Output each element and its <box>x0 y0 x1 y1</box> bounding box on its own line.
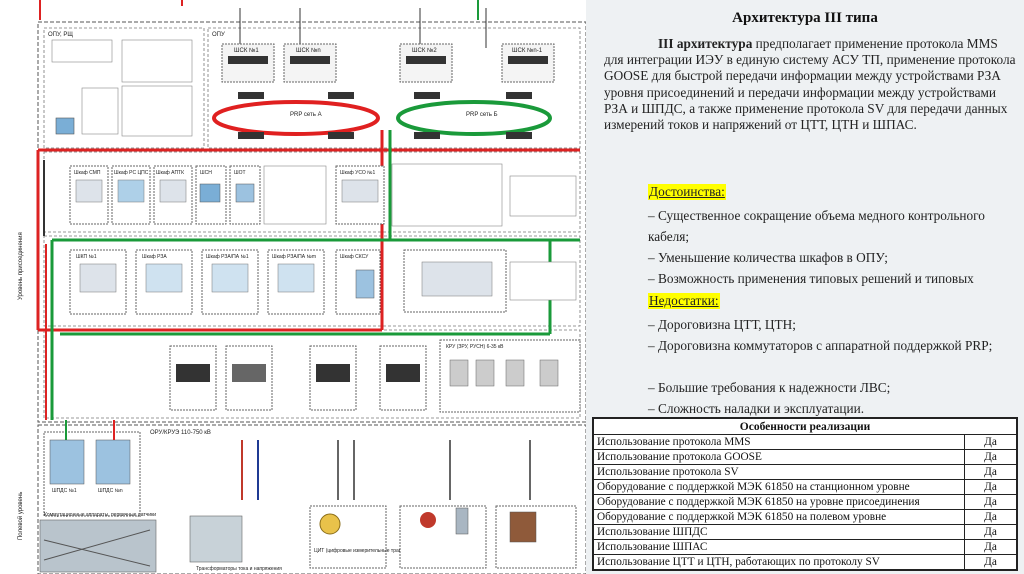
opu-rsch-label: ОПУ, РЩ <box>48 32 73 38</box>
features-table: Особенности реализации Использование про… <box>593 418 1017 570</box>
feature-cell: Оборудование с поддержкой МЭК 61850 на у… <box>593 494 965 510</box>
table-row: Оборудование с поддержкой МЭК 61850 на у… <box>593 494 1017 510</box>
svg-text:ШСК №1: ШСК №1 <box>234 47 259 54</box>
cons-item-2: – Большие требования к надежности ЛВС; <box>648 380 891 395</box>
svg-text:Шкаф АПТК: Шкаф АПТК <box>156 170 184 176</box>
value-cell: Да <box>964 554 1017 570</box>
shsk2-cabinet: ШСК №2 <box>399 43 453 83</box>
oru-label: ОРУ/КРУЭ 110-750 кВ <box>150 430 211 436</box>
svg-text:КРУ (ЗРУ, РУСН) 6-35 кВ: КРУ (ЗРУ, РУСН) 6-35 кВ <box>446 344 504 350</box>
station-level-label: Уровень присоединения <box>18 232 24 300</box>
cabinet-row-3: КРУ (ЗРУ, РУСН) 6-35 кВ <box>169 339 581 413</box>
feature-cell: Использование протокола MMS <box>593 434 965 450</box>
svg-text:Шкаф РС ЦПС: Шкаф РС ЦПС <box>114 170 149 176</box>
value-cell: Да <box>964 479 1017 495</box>
features-table-container: Особенности реализации Использование про… <box>592 417 1018 571</box>
svg-text:Трансформаторы тока и напряжен: Трансформаторы тока и напряжения <box>196 566 282 572</box>
cons-item-1: – Дороговизна коммутаторов с аппаратной … <box>648 338 993 353</box>
feature-cell: Оборудование с поддержкой МЭК 61850 на с… <box>593 479 965 495</box>
ring-a-label: PRP сеть А <box>290 112 322 118</box>
page-title: Архитектура III типа <box>732 10 878 26</box>
svg-text:ШСК №n: ШСК №n <box>296 47 321 54</box>
svg-text:Коммутационные аппараты, перви: Коммутационные аппараты, первичные датчи… <box>44 512 156 518</box>
svg-text:ШСК №n-1: ШСК №n-1 <box>512 47 543 54</box>
value-cell: Да <box>964 449 1017 465</box>
svg-text:ШСН: ШСН <box>200 170 212 176</box>
svg-text:ШПДС №n: ШПДС №n <box>98 488 123 494</box>
value-cell: Да <box>964 539 1017 555</box>
intro-text: предполагает применение протокола MMS дл… <box>604 36 1016 133</box>
pros-heading: Достоинства: <box>648 184 726 200</box>
value-cell: Да <box>964 524 1017 540</box>
prp-ring-a <box>212 100 380 136</box>
value-cell: Да <box>964 464 1017 480</box>
svg-text:Шкаф РЗА/ПА №1: Шкаф РЗА/ПА №1 <box>206 254 249 260</box>
value-cell: Да <box>964 434 1017 450</box>
svg-text:ШПДС №1: ШПДС №1 <box>52 488 77 494</box>
svg-text:ШКП №1: ШКП №1 <box>76 254 97 260</box>
svg-text:Шкаф РЗА/ПА №m: Шкаф РЗА/ПА №m <box>272 254 316 260</box>
architecture-diagram: Уровень присоединения Полевой уровень ОП… <box>17 0 586 574</box>
cabinet-row-2: ШКП №1 Шкаф РЗА Шкаф РЗА/ПА №1 Шкаф РЗА/… <box>69 249 577 315</box>
shsk-n-cabinet: ШСК №n <box>283 43 337 83</box>
ring-b-label: PRP сеть Б <box>466 112 498 118</box>
cons-item-3: – Сложность наладки и эксплуатации. <box>648 401 865 416</box>
feature-cell: Использование ЦТТ и ЦТН, работающих по п… <box>593 554 965 570</box>
feature-cell: Использование протокола SV <box>593 464 965 480</box>
feature-cell: Использование ШПАС <box>593 539 965 555</box>
value-cell: Да <box>964 509 1017 525</box>
svg-text:Шкаф СМП: Шкаф СМП <box>74 170 101 176</box>
prp-ring-b <box>396 100 552 136</box>
table-row: Оборудование с поддержкой МЭК 61850 на с… <box>593 479 1017 495</box>
svg-text:ШОТ: ШОТ <box>234 170 246 176</box>
pros-item-0: – Существенное сокращение объема медного… <box>648 208 985 244</box>
svg-text:ШСК №2: ШСК №2 <box>412 47 437 54</box>
svg-text:Шкаф УСО №1: Шкаф УСО №1 <box>340 170 375 176</box>
svg-text:Шкаф СКСУ: Шкаф СКСУ <box>340 254 369 260</box>
features-table-header: Особенности реализации <box>593 418 1017 435</box>
text-panel: Архитектура III типа III архитектура пре… <box>586 0 1024 574</box>
feature-cell: Оборудование с поддержкой МЭК 61850 на п… <box>593 509 965 525</box>
opu-label: ОПУ <box>212 32 225 38</box>
table-row: Использование ЦТТ и ЦТН, работающих по п… <box>593 554 1017 570</box>
shsk-n1-cabinet: ШСК №n-1 <box>501 43 555 83</box>
value-cell: Да <box>964 494 1017 510</box>
cons-item-0: – Дороговизна ЦТТ, ЦТН; <box>648 317 796 332</box>
feature-cell: Использование ШПДС <box>593 524 965 540</box>
field-level-label: Полевой уровень <box>17 492 24 540</box>
table-row: Оборудование с поддержкой МЭК 61850 на п… <box>593 509 1017 525</box>
shsk1-cabinet: ШСК №1 <box>221 43 275 83</box>
intro-bold: III архитектура <box>658 36 753 51</box>
cons-heading: Недостатки: <box>648 293 720 309</box>
svg-text:ЦИТ (цифровые измерительные тр: ЦИТ (цифровые измерительные трансформато… <box>314 548 433 554</box>
cabinet-row-1: Шкаф СМП Шкаф РС ЦПС Шкаф АПТК ШСН ШОТ Ш… <box>69 163 577 227</box>
svg-text:Шкаф РЗА: Шкаф РЗА <box>142 254 167 260</box>
feature-cell: Использование протокола GOOSE <box>593 449 965 465</box>
pros-item-1: – Уменьшение количества шкафов в ОПУ; <box>648 250 888 265</box>
intro-paragraph: III архитектура предполагает применение … <box>604 36 1018 133</box>
